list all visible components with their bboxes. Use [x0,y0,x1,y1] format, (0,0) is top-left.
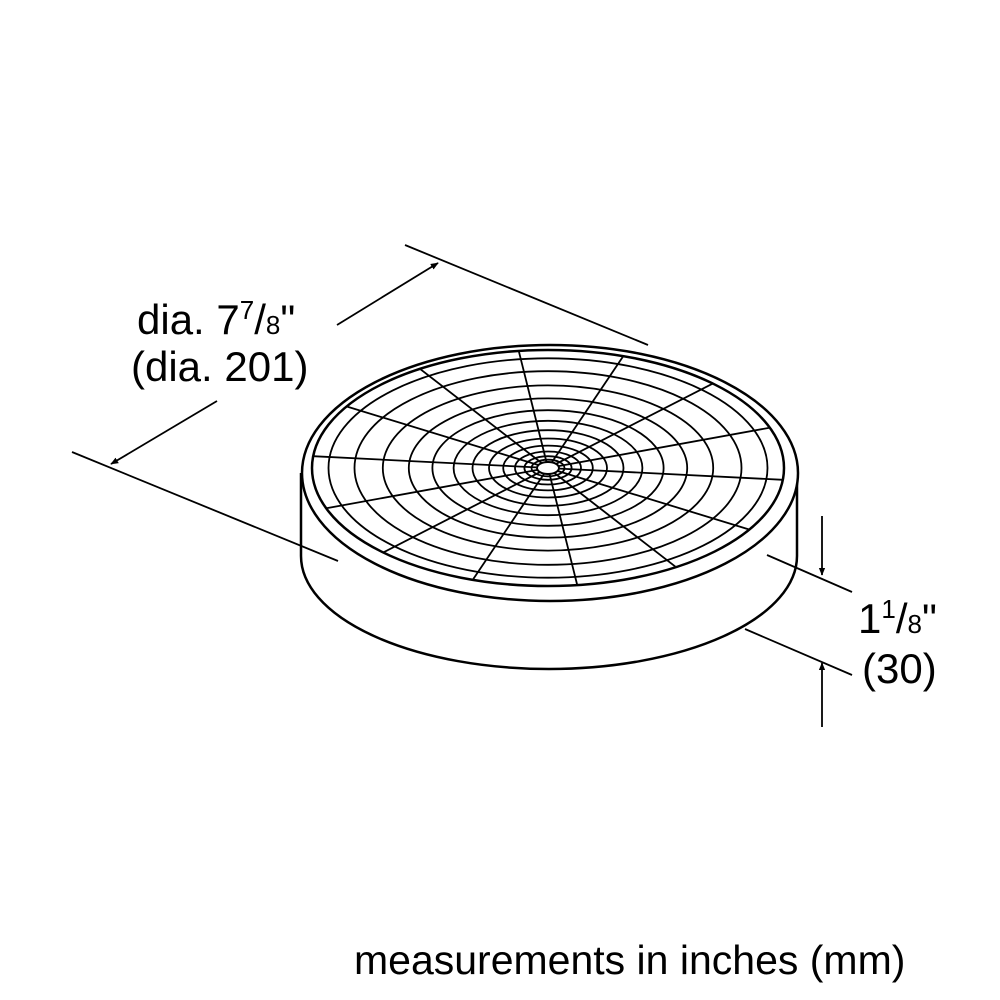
diameter-arrow-upper [336,262,439,326]
grille-spoke [548,473,580,585]
diameter-unit: " [280,296,296,343]
grille-spoke [557,470,760,534]
height-dimension [744,516,853,727]
diameter-prefix: dia. 7 [137,296,240,343]
diameter-inch-label: dia. 77/8" [137,296,296,343]
height-numerator: 1 [881,594,896,624]
diameter-numerator: 7 [239,295,255,325]
height-inch-label: 11/8" [858,595,937,642]
grille-ring [502,444,594,492]
grille-spoke [516,351,548,463]
filter-body [299,343,800,671]
diameter-dimension [71,244,649,562]
diameter-extension-line-top [404,244,649,346]
grille-center-hole [536,461,560,475]
measurement-units-note: measurements in inches (mm) [354,937,906,983]
diameter-slash: / [254,296,266,343]
diameter-mm-label: (dia. 201) [131,343,309,390]
height-denominator: 8 [907,609,922,639]
grille-ring [514,450,582,486]
grille-spoke [314,469,538,512]
diameter-extension-line-bottom [71,451,339,562]
grille-spoke [555,378,722,465]
diameter-denominator: 8 [265,310,281,340]
grille-ring [523,455,573,481]
height-extension-line-top [766,554,853,593]
diameter-arrow-lower [110,400,218,465]
filter-grille [313,351,783,585]
grille-spoke [551,351,628,463]
height-mm-label: (30) [862,645,937,692]
grille-ring [381,384,715,552]
grille-ring [407,397,689,539]
grille-spoke [559,467,783,482]
height-whole: 1 [858,595,882,642]
grille-ring [431,409,665,527]
grille-spoke [553,472,683,573]
filter-rim-inner [310,348,786,588]
grille-spoke [374,471,541,558]
height-extension-line-bottom [744,628,853,676]
filter-side-wall [299,473,799,671]
height-slash: / [895,595,908,642]
grille-spoke [558,424,782,467]
grille-ring [353,370,743,566]
height-unit: " [921,595,937,642]
grille-ring [452,419,644,517]
grille-spoke [336,402,539,466]
grille-ring [488,437,608,499]
grille-ring [327,357,769,579]
grille-ring [471,429,625,507]
grille-spoke [413,363,543,464]
grille-spoke [313,454,537,469]
grille-spoke [468,473,545,585]
